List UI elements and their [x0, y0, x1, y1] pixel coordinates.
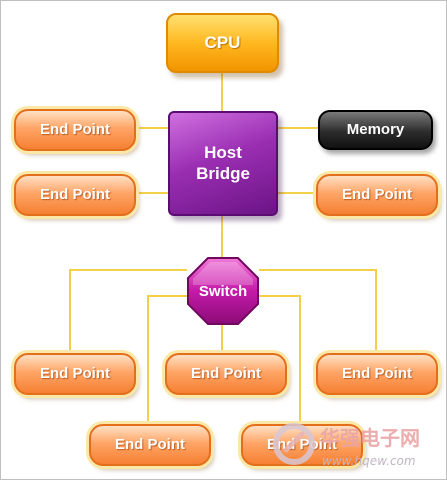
endpoint-label: End Point	[115, 436, 185, 453]
endpoint-label: End Point	[40, 186, 110, 203]
endpoint-label: End Point	[342, 365, 412, 382]
memory-label: Memory	[346, 121, 405, 138]
host-bridge-label-line2: Bridge	[196, 163, 250, 183]
endpoint-label: End Point	[342, 186, 412, 203]
watermark: 华强电子网 www.hqew.com	[272, 418, 444, 476]
switch-label: Switch	[198, 282, 248, 300]
cpu-label: CPU	[204, 32, 241, 52]
site-logo-icon	[273, 423, 315, 465]
endpoint-label: End Point	[191, 365, 261, 382]
endpoint-node: End Point	[14, 109, 136, 151]
watermark-text: 华强电子网	[320, 426, 420, 450]
host-bridge-node: Host Bridge	[168, 111, 278, 216]
endpoint-label: End Point	[40, 365, 110, 382]
endpoint-node: End Point	[89, 424, 211, 466]
watermark-url: www.hqew.com	[322, 454, 416, 468]
cpu-node: CPU	[166, 13, 279, 73]
endpoint-node: End Point	[165, 353, 287, 395]
endpoint-node: End Point	[14, 353, 136, 395]
memory-node: Memory	[318, 110, 433, 150]
host-bridge-label-line1: Host	[204, 143, 242, 163]
endpoint-label: End Point	[40, 121, 110, 138]
octagon-shape	[187, 257, 259, 325]
switch-node: Switch	[187, 257, 259, 325]
endpoint-node: End Point	[14, 174, 136, 216]
endpoint-node: End Point	[316, 353, 438, 395]
endpoint-node: End Point	[316, 174, 438, 216]
